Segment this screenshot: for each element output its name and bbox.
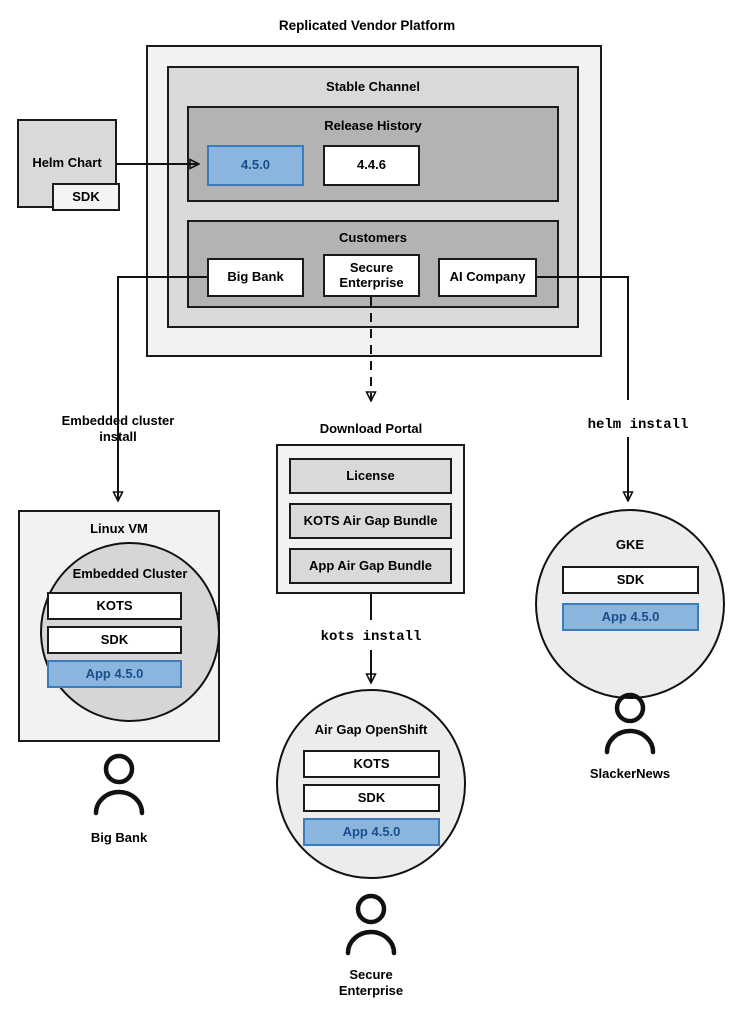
linux-vm-component-kots[interactable]: KOTS (47, 592, 182, 620)
customers-title: Customers (339, 230, 407, 245)
release-history-title: Release History (324, 118, 422, 133)
air-gap-openshift-title: Air Gap OpenShift (314, 722, 428, 737)
artifact-license[interactable]: License (289, 458, 452, 494)
customer-big-bank[interactable]: Big Bank (207, 258, 304, 297)
linux-vm-title: Linux VM (90, 521, 148, 536)
linux-vm-customer-label: Big Bank (90, 830, 148, 845)
person-icon-big-bank (93, 753, 145, 816)
release-4-4-6[interactable]: 4.4.6 (323, 145, 420, 186)
openshift-component-app[interactable]: App 4.5.0 (303, 818, 440, 846)
helm-chart-sdk-box[interactable]: SDK (52, 183, 120, 211)
linux-vm-component-app[interactable]: App 4.5.0 (47, 660, 182, 688)
gke-component-sdk[interactable]: SDK (562, 566, 699, 594)
person-icon-secure-enterprise (345, 893, 397, 956)
gke-title: GKE (615, 537, 645, 552)
download-portal-title: Download Portal (319, 421, 423, 436)
artifact-app-air-gap-bundle[interactable]: App Air Gap Bundle (289, 548, 452, 584)
page-title: Replicated Vendor Platform (278, 18, 456, 33)
customer-secure-enterprise[interactable]: Secure Enterprise (323, 254, 420, 297)
openshift-component-sdk[interactable]: SDK (303, 784, 440, 812)
openshift-customer-label: Secure Enterprise (338, 967, 404, 999)
embedded-cluster-install-label: Embedded cluster install (61, 413, 175, 445)
customer-ai-company[interactable]: AI Company (438, 258, 537, 297)
stable-channel-title: Stable Channel (326, 79, 420, 94)
gke-customer-label: SlackerNews (589, 766, 671, 781)
embedded-cluster-title: Embedded Cluster (72, 566, 188, 581)
kots-install-label: kots install (320, 629, 422, 645)
artifact-kots-air-gap-bundle[interactable]: KOTS Air Gap Bundle (289, 503, 452, 539)
gke-component-app[interactable]: App 4.5.0 (562, 603, 699, 631)
linux-vm-component-sdk[interactable]: SDK (47, 626, 182, 654)
openshift-component-kots[interactable]: KOTS (303, 750, 440, 778)
release-4-5-0[interactable]: 4.5.0 (207, 145, 304, 186)
helm-install-label: helm install (587, 417, 689, 433)
person-icon-slackernews (604, 692, 656, 755)
